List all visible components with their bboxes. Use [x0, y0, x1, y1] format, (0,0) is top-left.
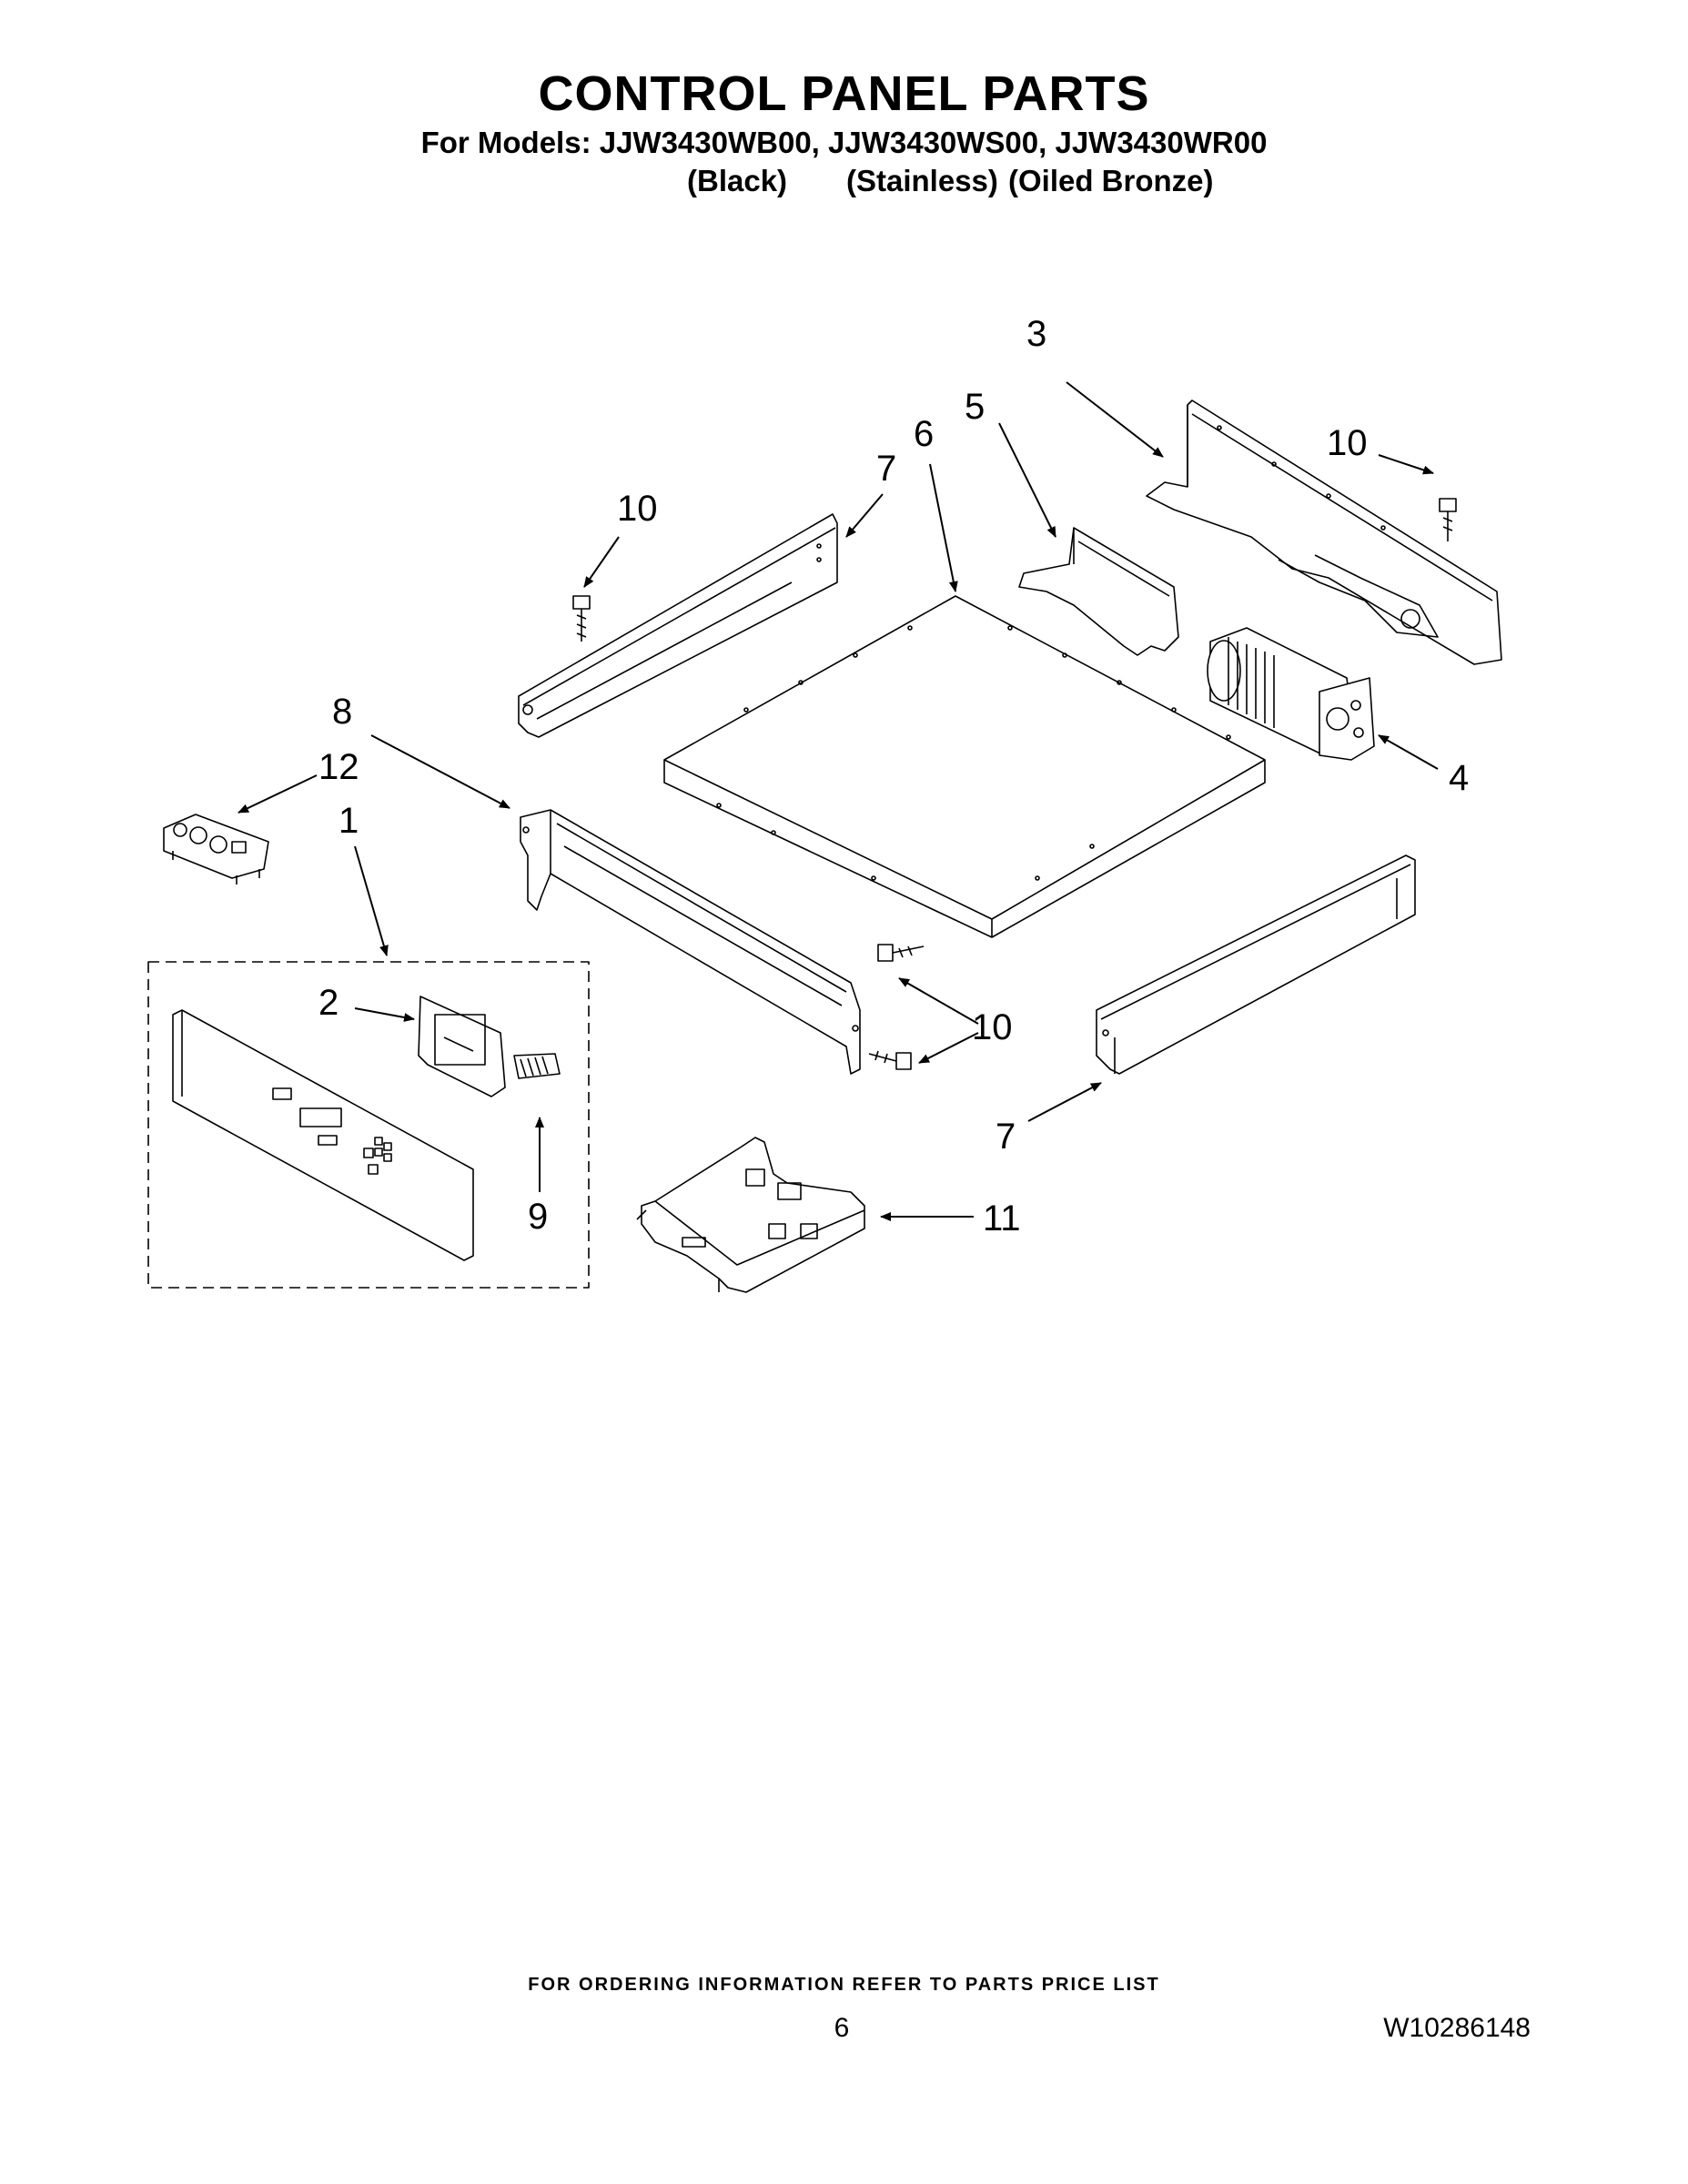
part-7-side-rail-left	[518, 513, 838, 738]
callout-4: 4	[1449, 758, 1469, 798]
ordering-note: FOR ORDERING INFORMATION REFER TO PARTS …	[528, 1975, 1160, 1995]
callout-10-left: 10	[617, 489, 658, 529]
part-10-screw-front-bottom	[868, 1050, 912, 1070]
exploded-view-diagram: 3 10 5 6 7 10 4 8 12 1 2 10 7 9 11	[147, 314, 1502, 1293]
leader-7-upper	[845, 493, 884, 538]
leader-12	[238, 774, 318, 814]
part-10-screw-left	[572, 595, 591, 642]
callout-5: 5	[965, 387, 985, 427]
variant-black: (Black)	[687, 164, 788, 197]
callout-9: 9	[528, 1197, 548, 1237]
leader-8	[370, 734, 510, 809]
models-line: For Models: JJW3430WB00, JJW3430WS00, JJ…	[420, 126, 1268, 159]
control-panel-overlay	[172, 1009, 474, 1261]
part-7-side-rail-right	[1096, 854, 1416, 1075]
leader-6	[929, 463, 958, 592]
part-10-screw-right	[1439, 498, 1457, 541]
variant-oiled-bronze: (Oiled Bronze)	[1008, 164, 1214, 197]
leader-2	[354, 1007, 415, 1022]
part-10-screw-front-top	[877, 944, 925, 962]
variant-stainless: (Stainless)	[846, 164, 998, 197]
part-2-display-bracket	[418, 996, 506, 1097]
callout-7-upper: 7	[876, 449, 896, 489]
part-9-connector	[513, 1053, 561, 1079]
leader-lines	[238, 381, 1439, 1221]
part-12-component	[163, 814, 269, 885]
leader-10-rear	[1378, 454, 1434, 475]
part-1-kit-outline	[147, 961, 590, 1289]
document-number: W10286148	[1383, 2013, 1531, 2043]
leader-4	[1378, 734, 1439, 770]
leader-10-front-top	[898, 977, 979, 1025]
leader-1	[354, 845, 389, 956]
callout-3: 3	[1026, 314, 1046, 354]
callout-12: 12	[318, 747, 359, 787]
leader-5	[998, 422, 1056, 538]
leader-10-left	[583, 536, 620, 588]
leader-10-front-bottom	[918, 1032, 979, 1064]
callout-2: 2	[318, 983, 339, 1023]
page-number: 6	[834, 2013, 850, 2043]
part-5-bracket	[1018, 527, 1179, 656]
part-3-rear-bracket	[1146, 399, 1502, 665]
part-4-blower-fan	[1207, 627, 1375, 761]
callout-6: 6	[914, 414, 934, 454]
page-title: CONTROL PANEL PARTS	[538, 66, 1150, 121]
part-8-front-rail	[520, 809, 861, 1075]
callout-7-lower: 7	[996, 1117, 1016, 1157]
leader-7-lower	[1027, 1082, 1102, 1122]
leader-3	[1066, 381, 1164, 458]
part-11-control-board-housing	[636, 1137, 865, 1293]
callout-8: 8	[332, 692, 352, 732]
part-6-cover-plate	[663, 595, 1266, 938]
callout-11: 11	[983, 1198, 1021, 1239]
callout-10-rear: 10	[1327, 423, 1368, 463]
callout-10-front: 10	[972, 1007, 1013, 1047]
callout-1: 1	[339, 801, 359, 841]
callout-labels: 3 10 5 6 7 10 4 8 12 1 2 10 7 9 11	[318, 314, 1469, 1239]
